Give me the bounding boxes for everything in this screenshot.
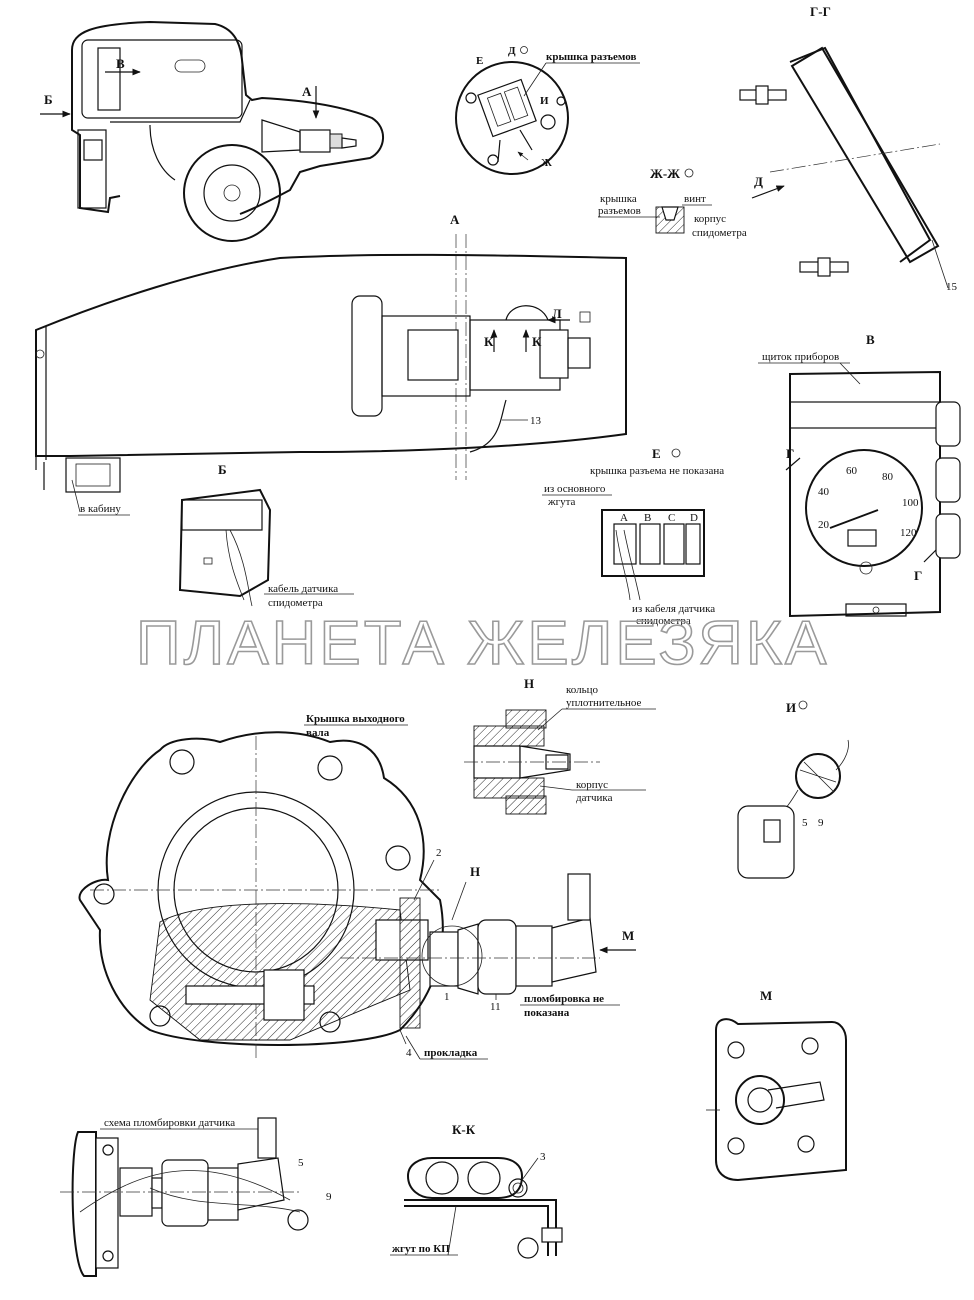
view-E: Е крышка разъема не показана из основног… bbox=[542, 446, 724, 627]
letter-K-2: К bbox=[532, 334, 542, 349]
view-M: М bbox=[706, 988, 847, 1182]
output-cover-label-1: Крышка выходного bbox=[306, 713, 405, 725]
panel-label: щиток приборов bbox=[762, 351, 839, 363]
section-g-g: Г-Г Д 15 bbox=[739, 4, 958, 293]
pin-C: C bbox=[668, 512, 675, 524]
view-V-panel: В щиток приборов 20 40 60 80 100 120 Г Г bbox=[758, 332, 961, 618]
letter-G-bottom: Г bbox=[914, 568, 922, 583]
sensor-cable-label-2: спидометра bbox=[268, 597, 323, 609]
view-title-M: М bbox=[760, 988, 772, 1003]
main-harness-label-1: из основного bbox=[544, 483, 606, 495]
connector-not-shown-label: крышка разъема не показана bbox=[590, 465, 724, 477]
zhzh-cover-label-1: крышка bbox=[600, 193, 637, 205]
seal-not-shown-label-1: пломбировка не bbox=[524, 993, 604, 1005]
view-ref-N: Н bbox=[470, 864, 480, 879]
zhzh-screw-label: винт bbox=[684, 193, 706, 205]
gauge-tick-100: 100 bbox=[902, 497, 919, 509]
seal-not-shown-label-2: показана bbox=[524, 1007, 570, 1019]
label-B-view: Б bbox=[44, 92, 53, 107]
pin-D: D bbox=[690, 512, 698, 524]
section-zh-zh: Ж-Ж крышка разъемов винт корпус спидомет… bbox=[598, 166, 747, 239]
view-title-gg: Г-Г bbox=[810, 4, 831, 19]
zhzh-housing-label-1: корпус bbox=[694, 213, 726, 225]
callout-1: 1 bbox=[444, 991, 450, 1003]
sensor-body-label-2: датчика bbox=[576, 792, 613, 804]
speedometer-back-view: Е Д И Ж крышка разъемов bbox=[455, 45, 640, 175]
gauge-tick-40: 40 bbox=[818, 486, 830, 498]
gauge-tick-60: 60 bbox=[846, 465, 858, 477]
view-title-B: Б bbox=[218, 462, 227, 477]
gauge-tick-20: 20 bbox=[818, 519, 830, 531]
gauge-tick-120: 120 bbox=[900, 527, 917, 539]
callout-11: 11 bbox=[490, 1001, 501, 1013]
view-N: Н кольцо уплотнительное корпус датчика bbox=[464, 676, 656, 815]
view-title-A: А bbox=[450, 212, 460, 227]
letter-D-gg: Д bbox=[754, 174, 763, 189]
view-title-kk: К-К bbox=[452, 1122, 476, 1137]
letter-M-arrow: М bbox=[622, 928, 634, 943]
callout-4: 4 bbox=[406, 1047, 412, 1059]
harness-kp-label: жгут по КП bbox=[392, 1243, 450, 1255]
letter-K-1: К bbox=[484, 334, 494, 349]
main-harness-label-2: жгута bbox=[547, 496, 576, 508]
pin-A: A bbox=[620, 512, 628, 524]
label-A-view: А bbox=[302, 84, 312, 99]
letter-G-top: Г bbox=[786, 446, 794, 461]
sensor-body-label-1: корпус bbox=[576, 779, 608, 791]
sensor-cable-label-1: кабель датчика bbox=[268, 583, 338, 595]
view-I: И 5 9 bbox=[737, 700, 849, 879]
gasket-label: прокладка bbox=[424, 1047, 478, 1059]
view-title-N: Н bbox=[524, 676, 534, 691]
callout-15: 15 bbox=[946, 281, 958, 293]
section-k-k: К-К 3 жгут по КП bbox=[390, 1122, 563, 1259]
output-shaft-cover-section: Крышка выходного вала 2 Н 1 11 пломб bbox=[78, 713, 636, 1060]
from-sensor-label-2: спидометра bbox=[636, 615, 691, 627]
zhzh-housing-label-2: спидометра bbox=[692, 227, 747, 239]
view-title-zhzh: Ж-Ж bbox=[650, 166, 680, 181]
callout-9-I: 9 bbox=[818, 817, 824, 829]
callout-2: 2 bbox=[436, 847, 442, 859]
callout-13: 13 bbox=[530, 415, 542, 427]
seal-scheme: схема пломбировки датчика 5 9 bbox=[60, 1117, 332, 1277]
truck-side-view: В Б А bbox=[40, 20, 384, 242]
zhzh-cover-label-2: разъемов bbox=[598, 205, 641, 217]
letter-E: Е bbox=[476, 55, 483, 67]
label-B-cab: В bbox=[116, 56, 125, 71]
ring-label-2: уплотнительное bbox=[566, 697, 642, 709]
callout-5-I: 5 bbox=[802, 817, 808, 829]
view-title-V: В bbox=[866, 332, 875, 347]
watermark: ПЛАНЕТА ЖЕЛЕЗЯКА bbox=[136, 609, 829, 678]
connector-cover-label: крышка разъемов bbox=[546, 51, 636, 63]
ring-label-1: кольцо bbox=[566, 684, 599, 696]
from-sensor-label-1: из кабеля датчика bbox=[632, 603, 715, 615]
view-title-E: Е bbox=[652, 446, 661, 461]
view-title-I: И bbox=[786, 700, 796, 715]
pin-B: B bbox=[644, 512, 651, 524]
callout-5-scheme: 5 bbox=[298, 1157, 304, 1169]
to-cab-label: в кабину bbox=[80, 503, 121, 515]
seal-scheme-label: схема пломбировки датчика bbox=[104, 1117, 235, 1129]
letter-I: И bbox=[540, 95, 549, 107]
view-A-frame: А Л К К 13 в кабину bbox=[35, 212, 627, 516]
callout-9-scheme: 9 bbox=[326, 1191, 332, 1203]
gauge-tick-80: 80 bbox=[882, 471, 894, 483]
letter-Zh: Ж bbox=[541, 157, 552, 169]
letter-D: Д bbox=[508, 45, 516, 57]
callout-3: 3 bbox=[540, 1151, 546, 1163]
view-B: Б кабель датчика спидометра bbox=[178, 462, 354, 609]
letter-L: Л bbox=[552, 306, 562, 321]
